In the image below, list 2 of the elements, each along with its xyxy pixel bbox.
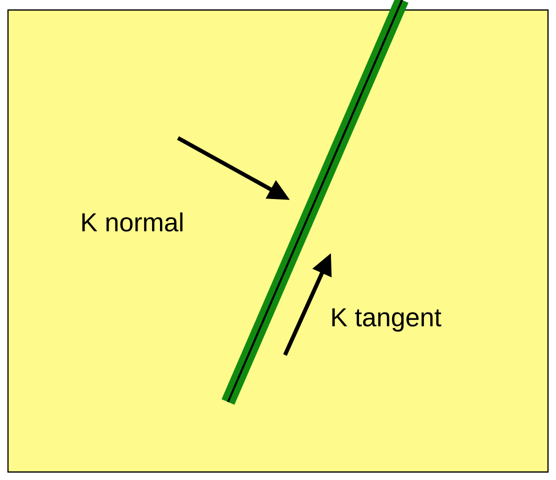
arrow-label: K tangent	[332, 308, 442, 332]
arrow-label: K normal	[82, 212, 182, 232]
